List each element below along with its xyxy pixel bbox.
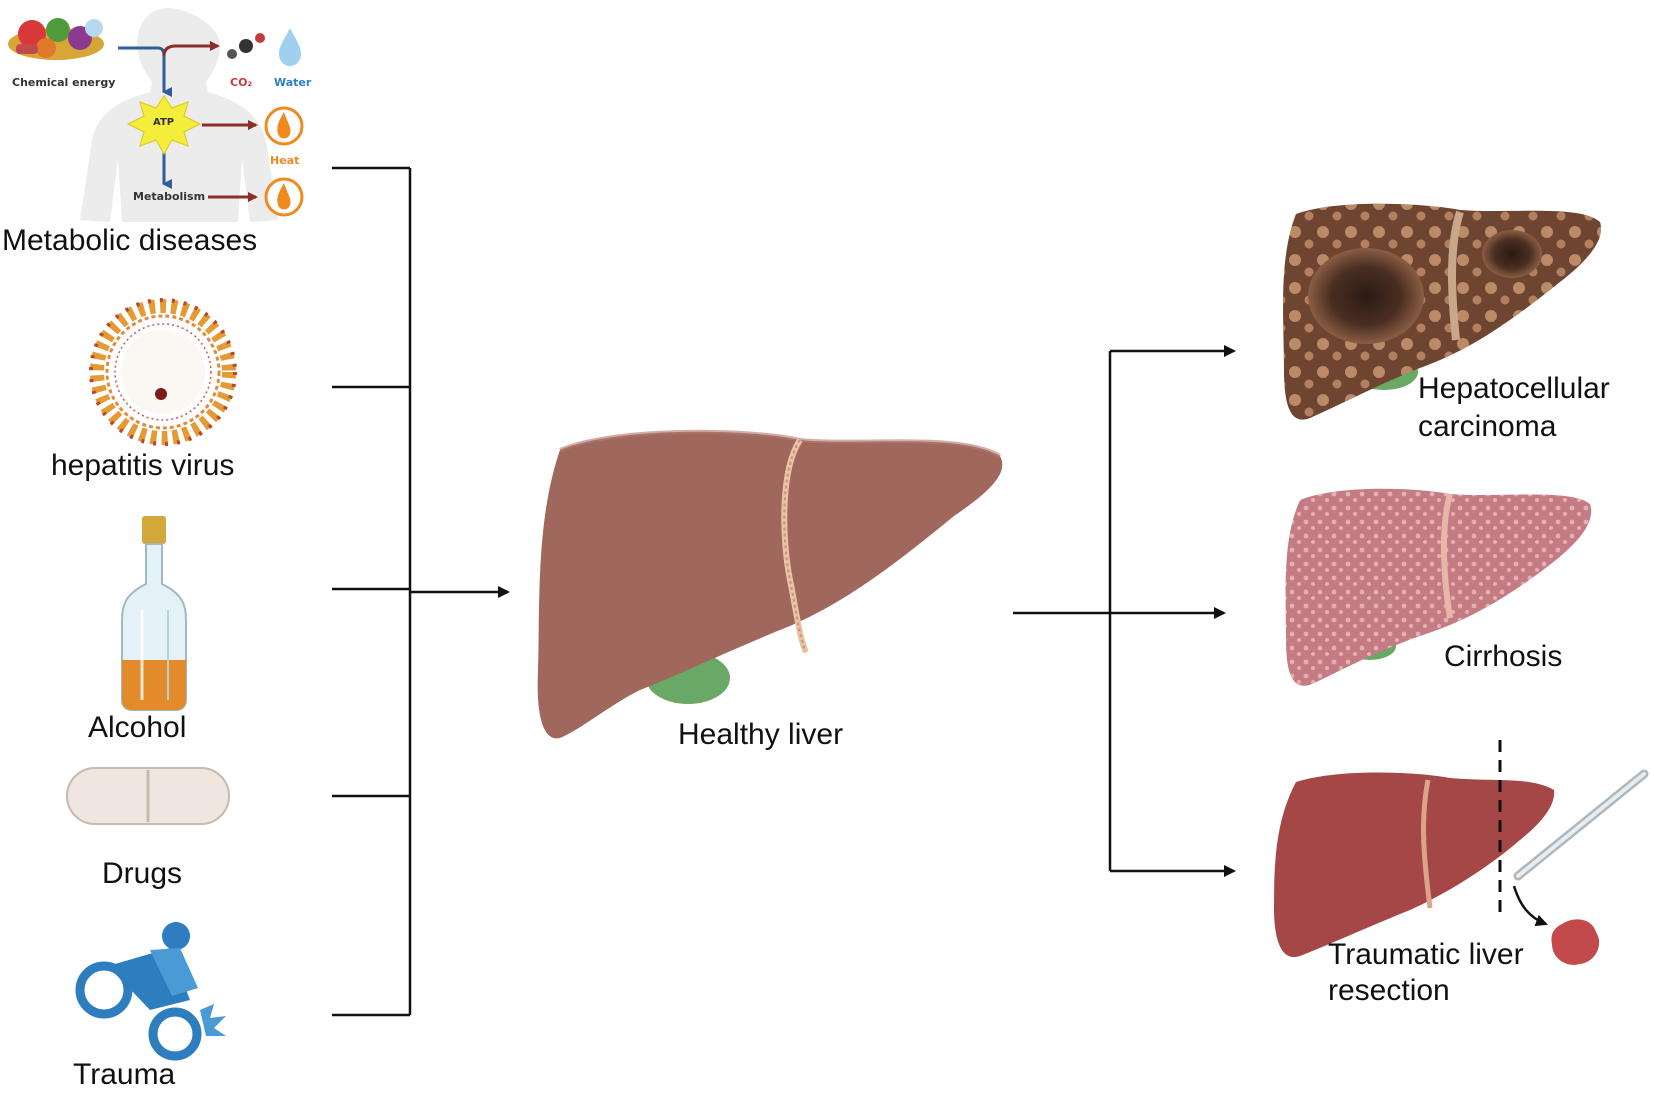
resection-label-line1: Traumatic liver <box>1328 938 1524 971</box>
chemical-energy-caption: Chemical energy <box>12 76 116 89</box>
hcc-liver-illustration <box>1283 203 1602 420</box>
resected-liver-illustration <box>1274 740 1649 965</box>
healthy-liver-label: Healthy liver <box>678 718 844 751</box>
co2-arrow <box>162 41 220 57</box>
atp-burst-icon <box>126 95 202 156</box>
resection-label-line2: resection <box>1328 974 1450 1007</box>
causes-bracket <box>332 166 412 1017</box>
co2-molecule-icon <box>227 33 265 59</box>
metabolic-diseases-illustration <box>8 8 304 222</box>
tumor-lesion <box>1482 230 1542 278</box>
scalpel-icon <box>1513 769 1649 881</box>
cirrhosis-label: Cirrhosis <box>1444 640 1563 673</box>
trauma-label: Trauma <box>73 1058 176 1091</box>
outcomes-bracket <box>1013 351 1112 871</box>
water-drop-icon <box>279 28 301 66</box>
hepatitis-virus-icon <box>89 298 237 446</box>
motorcycle-crash-icon <box>75 922 226 1061</box>
heat-caption: Heat <box>270 154 300 167</box>
cirrhosis-liver-illustration <box>1285 488 1592 686</box>
resected-tissue-icon <box>1551 919 1600 965</box>
food-icon <box>8 18 104 60</box>
heat-flame-icon <box>264 177 304 217</box>
drugs-label: Drugs <box>102 857 183 890</box>
hcc-label-line2: carcinoma <box>1418 410 1557 443</box>
water-caption: Water <box>274 76 312 89</box>
hcc-label-line1: Hepatocellular <box>1418 372 1610 405</box>
hepatitis-virus-label: hepatitis virus <box>51 449 235 482</box>
atp-caption: ATP <box>153 117 175 128</box>
co2-caption: CO₂ <box>230 76 253 89</box>
drug-tablet-icon <box>66 767 230 825</box>
healthy-liver-illustration <box>537 429 1003 739</box>
metabolism-caption: Metabolism <box>133 190 206 203</box>
metabolic-diseases-label: Metabolic diseases <box>2 224 258 257</box>
alcohol-bottle-icon <box>121 516 187 711</box>
tumor-lesion <box>1308 248 1424 344</box>
tissue-removal-arrow <box>1512 885 1548 927</box>
alcohol-label: Alcohol <box>88 711 187 744</box>
heat-flame-icon <box>264 106 304 146</box>
